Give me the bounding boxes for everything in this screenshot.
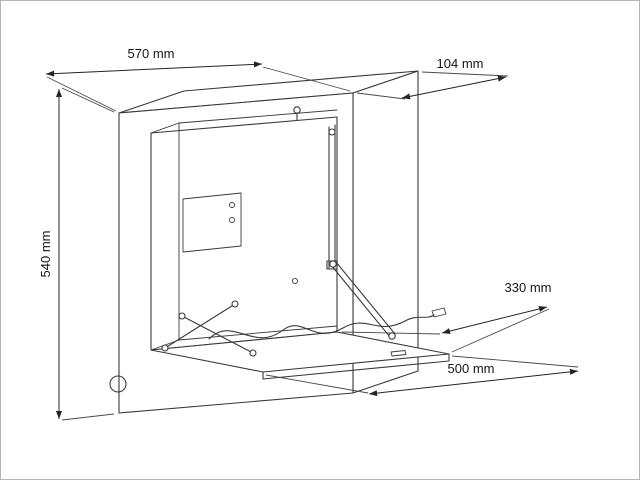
fold-down-worktop — [150, 331, 450, 380]
dimension-overall-height: 540 mm — [38, 87, 115, 421]
support-arm-right — [329, 260, 396, 340]
dimension-label-overall-height: 540 mm — [38, 231, 53, 278]
gas-strut-rail — [326, 124, 338, 270]
dimension-label-worktop-width: 500 mm — [448, 361, 495, 376]
dimension-worktop-width: 500 mm — [265, 355, 579, 397]
dimension-label-worktop-depth: 330 mm — [505, 280, 552, 295]
dimension-overall-depth: 104 mm — [356, 56, 509, 100]
dimension-worktop-depth: 330 mm — [341, 280, 552, 353]
screw-hole — [291, 277, 299, 285]
support-arm-left — [161, 300, 257, 357]
dimension-label-overall-depth: 104 mm — [437, 56, 484, 71]
keyhole-icon — [293, 106, 301, 121]
dimension-overall-width: 570 mm — [45, 46, 351, 112]
cabinet-front-frame — [118, 92, 354, 414]
mounting-plate — [182, 192, 242, 253]
cable-hole — [109, 375, 127, 393]
dimension-label-overall-width: 570 mm — [128, 46, 175, 61]
